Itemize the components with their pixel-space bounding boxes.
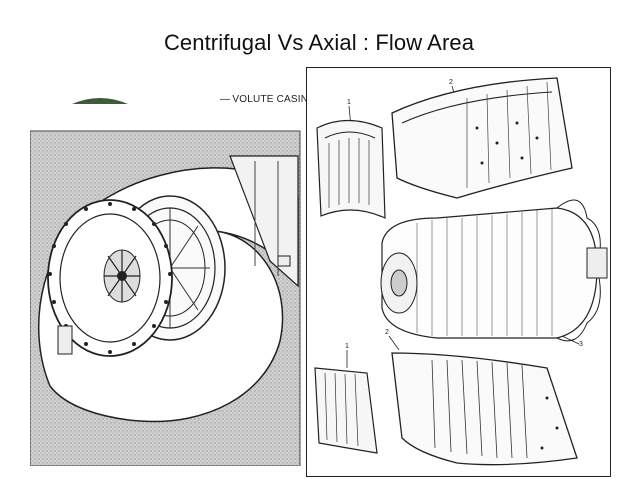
volute-casing-caption: — VOLUTE CASING — [220, 94, 317, 105]
label-1-bottom: 1 — [345, 343, 349, 350]
arrow-icon: — — [220, 94, 233, 105]
page-title: Centrifugal Vs Axial : Flow Area — [163, 30, 475, 55]
label-2-top: 2 — [449, 79, 453, 86]
label-2-bottom: 2 — [385, 329, 389, 336]
axial-compressor-illustration: 1 2 — [306, 67, 611, 477]
centrifugal-compressor-illustration — [30, 86, 305, 466]
label-1-top: 1 — [347, 99, 351, 106]
label-3: 3 — [579, 341, 583, 348]
